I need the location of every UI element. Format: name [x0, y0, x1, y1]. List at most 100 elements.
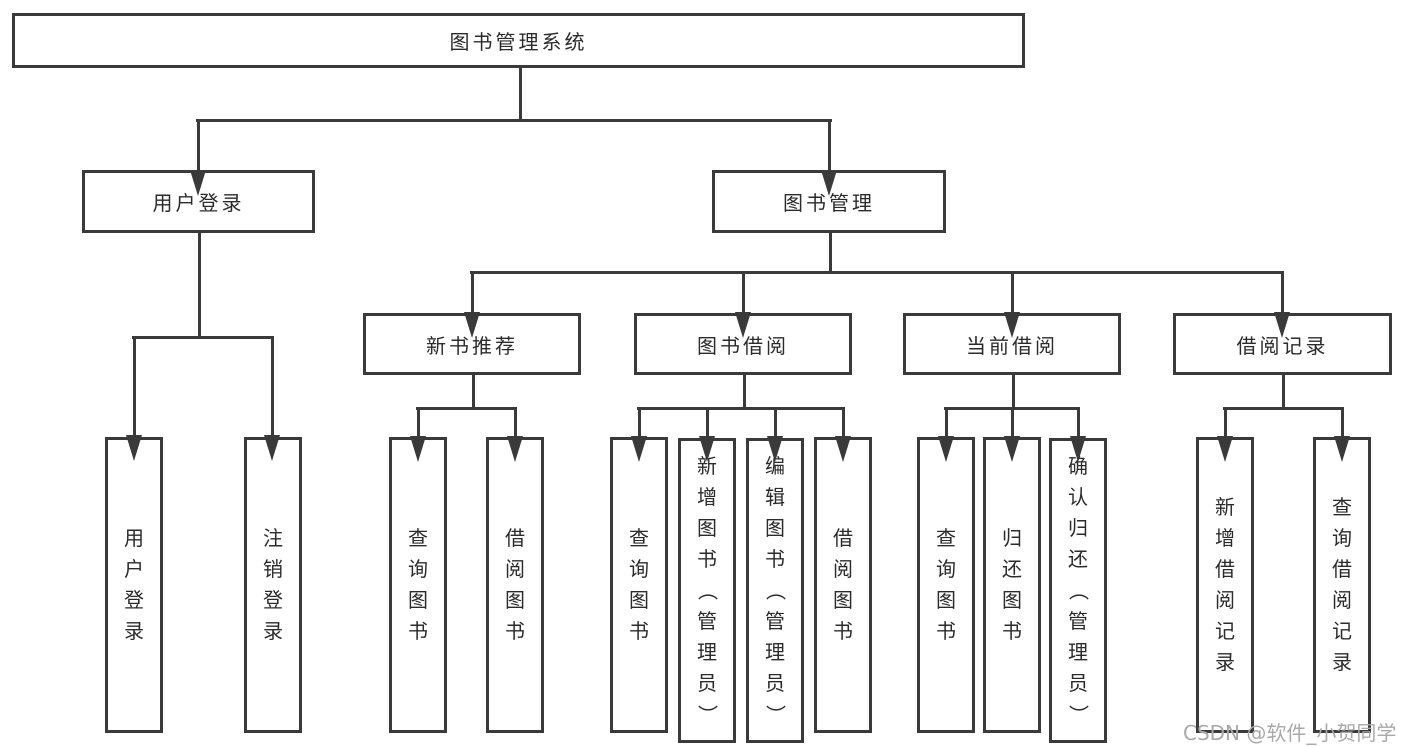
- leaf-user-login: 用户登录: [105, 437, 163, 733]
- vertical-char: 登: [263, 588, 283, 612]
- vertical-char: 增: [697, 485, 717, 509]
- vertical-char: 询: [408, 557, 428, 581]
- vertical-char: 录: [1215, 650, 1235, 674]
- leaf-add-books-admin: 新增图书（管理员）: [678, 438, 736, 743]
- vertical-char: 员: [697, 671, 717, 695]
- vertical-char: （: [763, 580, 788, 601]
- leaf-confirm-return-admin: 确认归还（管理员）: [1049, 438, 1107, 743]
- connector-line: [416, 407, 517, 410]
- arrow-stem: [1076, 410, 1080, 436]
- vertical-char: 询: [936, 557, 956, 581]
- arrow-head: [767, 436, 783, 462]
- watermark: CSDN @软件_小贺同学: [1183, 721, 1397, 745]
- vertical-char: 书: [936, 619, 956, 643]
- arrow-stem: [1010, 410, 1014, 436]
- vertical-char: 图: [833, 588, 853, 612]
- vertical-char: 阅: [1332, 588, 1352, 612]
- vertical-char: 书: [1002, 619, 1022, 643]
- node-root-label: 图书管理系统: [449, 30, 588, 54]
- arrow-down-icon: [699, 410, 715, 462]
- connector-line: [198, 233, 201, 338]
- arrow-head: [1334, 436, 1350, 462]
- vertical-char: 借: [1332, 557, 1352, 581]
- leaf-logout: 注销登录: [244, 437, 302, 733]
- vertical-char: 书: [408, 619, 428, 643]
- arrow-head: [464, 312, 480, 338]
- vertical-char: 记: [1332, 619, 1352, 643]
- arrow-down-icon: [1070, 410, 1086, 462]
- vertical-char: 查: [629, 526, 649, 550]
- vertical-char: 管: [1068, 609, 1088, 633]
- arrow-head: [126, 435, 142, 461]
- arrow-down-icon: [507, 410, 523, 462]
- vertical-char: 书: [765, 547, 785, 571]
- arrow-head: [1274, 312, 1290, 338]
- vertical-char: 新: [1215, 495, 1235, 519]
- arrow-head: [835, 436, 851, 462]
- arrow-stem: [827, 122, 831, 170]
- vertical-char: 员: [765, 671, 785, 695]
- arrow-head: [1070, 436, 1086, 462]
- leaf-add-borrow-record: 新增借阅记录: [1196, 437, 1254, 733]
- vertical-char: 录: [1332, 650, 1352, 674]
- vertical-char: 辑: [765, 485, 785, 509]
- vertical-char: 注: [263, 526, 283, 550]
- vertical-char: 理: [765, 640, 785, 664]
- vertical-char: 录: [124, 619, 144, 643]
- leaf-query-books-borrow: 查询图书: [610, 437, 668, 733]
- connector-line: [944, 407, 1080, 410]
- arrow-stem: [1280, 274, 1284, 312]
- arrow-stem: [705, 410, 709, 436]
- vertical-char: 书: [833, 619, 853, 643]
- connector-line: [519, 65, 522, 121]
- vertical-char: 图: [936, 588, 956, 612]
- arrow-stem: [132, 339, 136, 435]
- node-root: 图书管理系统: [12, 13, 1025, 68]
- vertical-char: 理: [697, 640, 717, 664]
- arrow-head: [938, 436, 954, 462]
- connector-line: [829, 233, 832, 273]
- connector-line: [196, 119, 832, 122]
- vertical-char: 书: [629, 619, 649, 643]
- arrow-down-icon: [835, 410, 851, 462]
- arrow-stem: [637, 410, 641, 436]
- vertical-char: 借: [833, 526, 853, 550]
- vertical-char: 图: [765, 516, 785, 540]
- arrow-stem: [1340, 410, 1344, 436]
- vertical-char: 阅: [505, 557, 525, 581]
- vertical-char: 记: [1215, 619, 1235, 643]
- arrow-down-icon: [264, 339, 280, 461]
- arrow-down-icon: [821, 122, 837, 196]
- vertical-char: 户: [124, 557, 144, 581]
- arrow-head: [631, 436, 647, 462]
- vertical-char: 认: [1068, 485, 1088, 509]
- arrow-head: [1217, 436, 1233, 462]
- vertical-char: 录: [263, 619, 283, 643]
- leaf-borrow-books: 借阅图书: [814, 437, 872, 733]
- vertical-char: 借: [1215, 557, 1235, 581]
- arrow-down-icon: [1004, 410, 1020, 462]
- arrow-stem: [470, 274, 474, 312]
- leaf-return-books: 归还图书: [983, 437, 1041, 733]
- leaf-query-books-recommend: 查询图书: [389, 437, 447, 733]
- arrow-stem: [270, 339, 274, 435]
- vertical-char: ）: [1066, 704, 1091, 725]
- arrow-down-icon: [735, 274, 751, 338]
- arrow-down-icon: [190, 122, 206, 196]
- vertical-char: 管: [765, 609, 785, 633]
- arrow-head: [821, 170, 837, 196]
- vertical-char: 图: [1002, 588, 1022, 612]
- vertical-char: 图: [697, 516, 717, 540]
- arrow-stem: [1223, 410, 1227, 436]
- leaf-query-books-current: 查询图书: [917, 437, 975, 733]
- arrow-stem: [773, 410, 777, 436]
- connector-line: [470, 271, 1284, 274]
- arrow-stem: [1010, 274, 1014, 312]
- connector-line: [1282, 375, 1285, 409]
- connector-line: [1223, 407, 1344, 410]
- connector-line: [743, 375, 746, 409]
- vertical-char: 阅: [833, 557, 853, 581]
- vertical-char: ）: [763, 704, 788, 725]
- vertical-char: 员: [1068, 671, 1088, 695]
